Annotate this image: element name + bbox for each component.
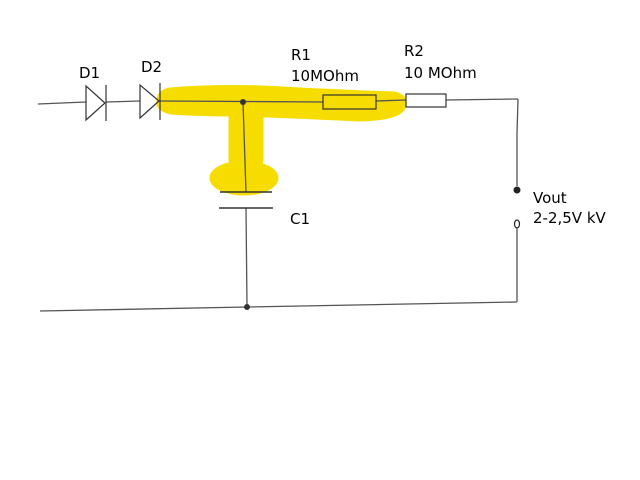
wire-ground-right [246, 301, 518, 308]
r2-value: 10 MOhm [404, 64, 477, 82]
highlight-blob [209, 160, 279, 196]
vout-terminal-minus [513, 219, 521, 229]
d2-label: D2 [141, 58, 162, 76]
junction-top [240, 99, 246, 105]
resistor-r1 [322, 94, 377, 110]
d1-label: D1 [79, 64, 100, 82]
vout-terminal-plus [513, 186, 521, 194]
highlight-horizontal [156, 85, 407, 122]
r2-label: R2 [404, 42, 424, 60]
vout-value: 2-2,5V kV [533, 209, 607, 227]
highlight-vertical [228, 103, 264, 167]
r1-label: R1 [291, 46, 311, 64]
resistor-r2 [405, 93, 447, 108]
diode-d2 [139, 83, 161, 120]
wire-r2-right [445, 98, 519, 101]
r1-value: 10MOhm [291, 67, 359, 85]
wire-right-upper [516, 98, 519, 135]
diode-d2-triangle [139, 83, 160, 120]
wire-input-left [37, 101, 87, 105]
wire-ground-left [39, 306, 248, 312]
capacitor-c1 [219, 191, 273, 209]
c1-label: C1 [290, 210, 310, 228]
wire-d1-d2 [105, 100, 141, 103]
vout-label: Vout [533, 189, 567, 207]
diode-d1 [85, 84, 107, 122]
diode-d1-triangle [85, 84, 106, 122]
wire-c1-bottom [245, 207, 248, 307]
wires [37, 98, 519, 312]
highlight-marker [156, 85, 407, 196]
wire-c1-top [242, 101, 247, 193]
wire-r1-r2 [375, 99, 407, 102]
junction-bottom [244, 304, 250, 310]
